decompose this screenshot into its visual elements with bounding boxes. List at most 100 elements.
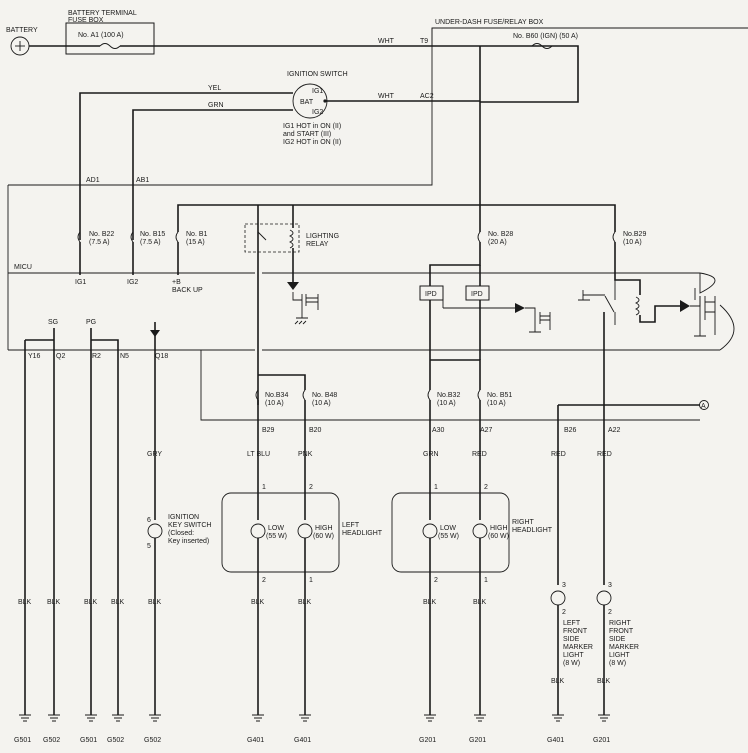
svg-text:(7.5 A): (7.5 A) [140,239,161,246]
wire-yel: YEL [208,85,221,92]
svg-text:LIGHT: LIGHT [609,652,630,659]
svg-text:LIGHT: LIGHT [563,652,584,659]
fuse-b32: No.B32 (10 A) [427,389,460,407]
svg-text:LEFT: LEFT [563,620,581,627]
relay-diode-icon [287,282,299,290]
fuse-b29: No.B29 (10 A) [612,231,646,246]
svg-text:FRONT: FRONT [609,628,634,635]
right-high-bulb-icon [472,523,488,539]
pg-label: PG [86,319,96,326]
ign-note-1: IG1 HOT in ON (II) [283,123,341,130]
svg-text:MARKER: MARKER [563,644,593,651]
pin-3a: 3 [562,582,566,589]
connector-a-label: A [701,403,706,410]
ipd-1-box [419,285,444,301]
svg-text:G501: G501 [80,737,97,744]
svg-text:G502: G502 [107,737,124,744]
connector-ac2: AC2 [420,93,434,100]
left-low-bulb-icon [250,523,266,539]
ig1-terminal: IG1 [312,88,323,95]
pin-y16: Y16 [28,353,41,360]
fuse-b60-icon [531,43,553,49]
underdash-box-outline [431,27,748,46]
ipd-2-box [465,285,490,301]
svg-text:No. B15: No. B15 [140,231,165,238]
svg-text:No. B22: No. B22 [89,231,114,238]
backup-label-1: +B [172,279,181,286]
underdash-box-outline-lower [8,28,433,186]
svg-text:BLK: BLK [18,599,32,606]
svg-text:BLK: BLK [111,599,125,606]
svg-text:G401: G401 [294,737,311,744]
ground-symbols [19,714,610,722]
wire-lt-blu: LT BLU [247,451,270,458]
wire-wht-2: WHT [378,93,395,100]
lighting-relay-label-2: RELAY [306,241,329,248]
pin-6: 6 [147,517,151,524]
left-high-watt: (60 W) [313,533,334,540]
ign-key-label-2: KEY SWITCH [168,522,211,529]
lighting-relay-box [244,223,300,253]
svg-text:BLK: BLK [298,599,312,606]
relay-coil-icon [288,229,294,249]
pin-a22: A22 [608,427,621,434]
fusebox-title-1: BATTERY TERMINAL [68,10,137,17]
ign-key-label-1: IGNITION [168,514,199,521]
pin-2c: 2 [484,484,488,491]
svg-text:No. B28: No. B28 [488,231,513,238]
svg-text:MARKER: MARKER [609,644,639,651]
pin-q2: Q2 [56,353,65,360]
pin-n5: N5 [120,353,129,360]
fuse-a1-label: No. A1 (100 A) [78,32,124,39]
ig2-pin-label: IG2 [127,279,138,286]
ign-note-2: and START (III) [283,131,331,138]
pin-1b: 1 [309,577,313,584]
pin-a27: A27 [480,427,493,434]
svg-text:G502: G502 [144,737,161,744]
pin-2f: 2 [608,609,612,616]
svg-text:No. B48: No. B48 [312,392,337,399]
left-headlight-label-2: HEADLIGHT [342,530,383,537]
fuse-b15: No. B15 (7.5 A) [130,231,165,246]
right-low-watt: (55 W) [438,533,459,540]
svg-text:BLK: BLK [597,678,611,685]
battery-label: BATTERY [6,27,38,34]
wire-grn-top: GRN [208,102,224,109]
svg-text:(10 A): (10 A) [437,400,456,407]
svg-text:BLK: BLK [47,599,61,606]
svg-text:SIDE: SIDE [563,636,580,643]
svg-text:No.B32: No.B32 [437,392,460,399]
right-high-watt: (60 W) [488,533,509,540]
micu-label: MICU [14,264,32,271]
svg-text:FRONT: FRONT [563,628,588,635]
svg-text:G401: G401 [547,737,564,744]
svg-text:BLK: BLK [251,599,265,606]
pin-b20: B20 [309,427,322,434]
svg-text:(20 A): (20 A) [488,239,507,246]
wire-gry: GRY [147,451,162,458]
micu-lower-outline [200,350,700,421]
right-headlight-label-2: HEADLIGHT [512,527,553,534]
svg-text:(8 W): (8 W) [609,660,626,667]
svg-text:RIGHT: RIGHT [609,620,632,627]
fuse-b28: No. B28 (20 A) [477,231,513,246]
ignition-key-switch-icon [147,523,163,539]
svg-text:(7.5 A): (7.5 A) [89,239,110,246]
right-low-label: LOW [440,525,456,532]
pin-5: 5 [147,543,151,550]
bat-dot-icon [323,99,327,103]
pin-b26: B26 [564,427,577,434]
pin-1d: 1 [484,577,488,584]
svg-text:G502: G502 [43,737,60,744]
svg-text:No. B51: No. B51 [487,392,512,399]
relay-ground-icon [296,306,308,319]
fuse-b51: No. B51 (10 A) [477,389,512,407]
b29-switch-contact [604,295,615,313]
svg-text:BLK: BLK [148,599,162,606]
ign-key-label-3: (Closed: [168,530,194,537]
backup-label-2: BACK UP [172,287,203,294]
svg-text:(10 A): (10 A) [487,400,506,407]
right-side-marker-bulb-icon [596,590,612,606]
